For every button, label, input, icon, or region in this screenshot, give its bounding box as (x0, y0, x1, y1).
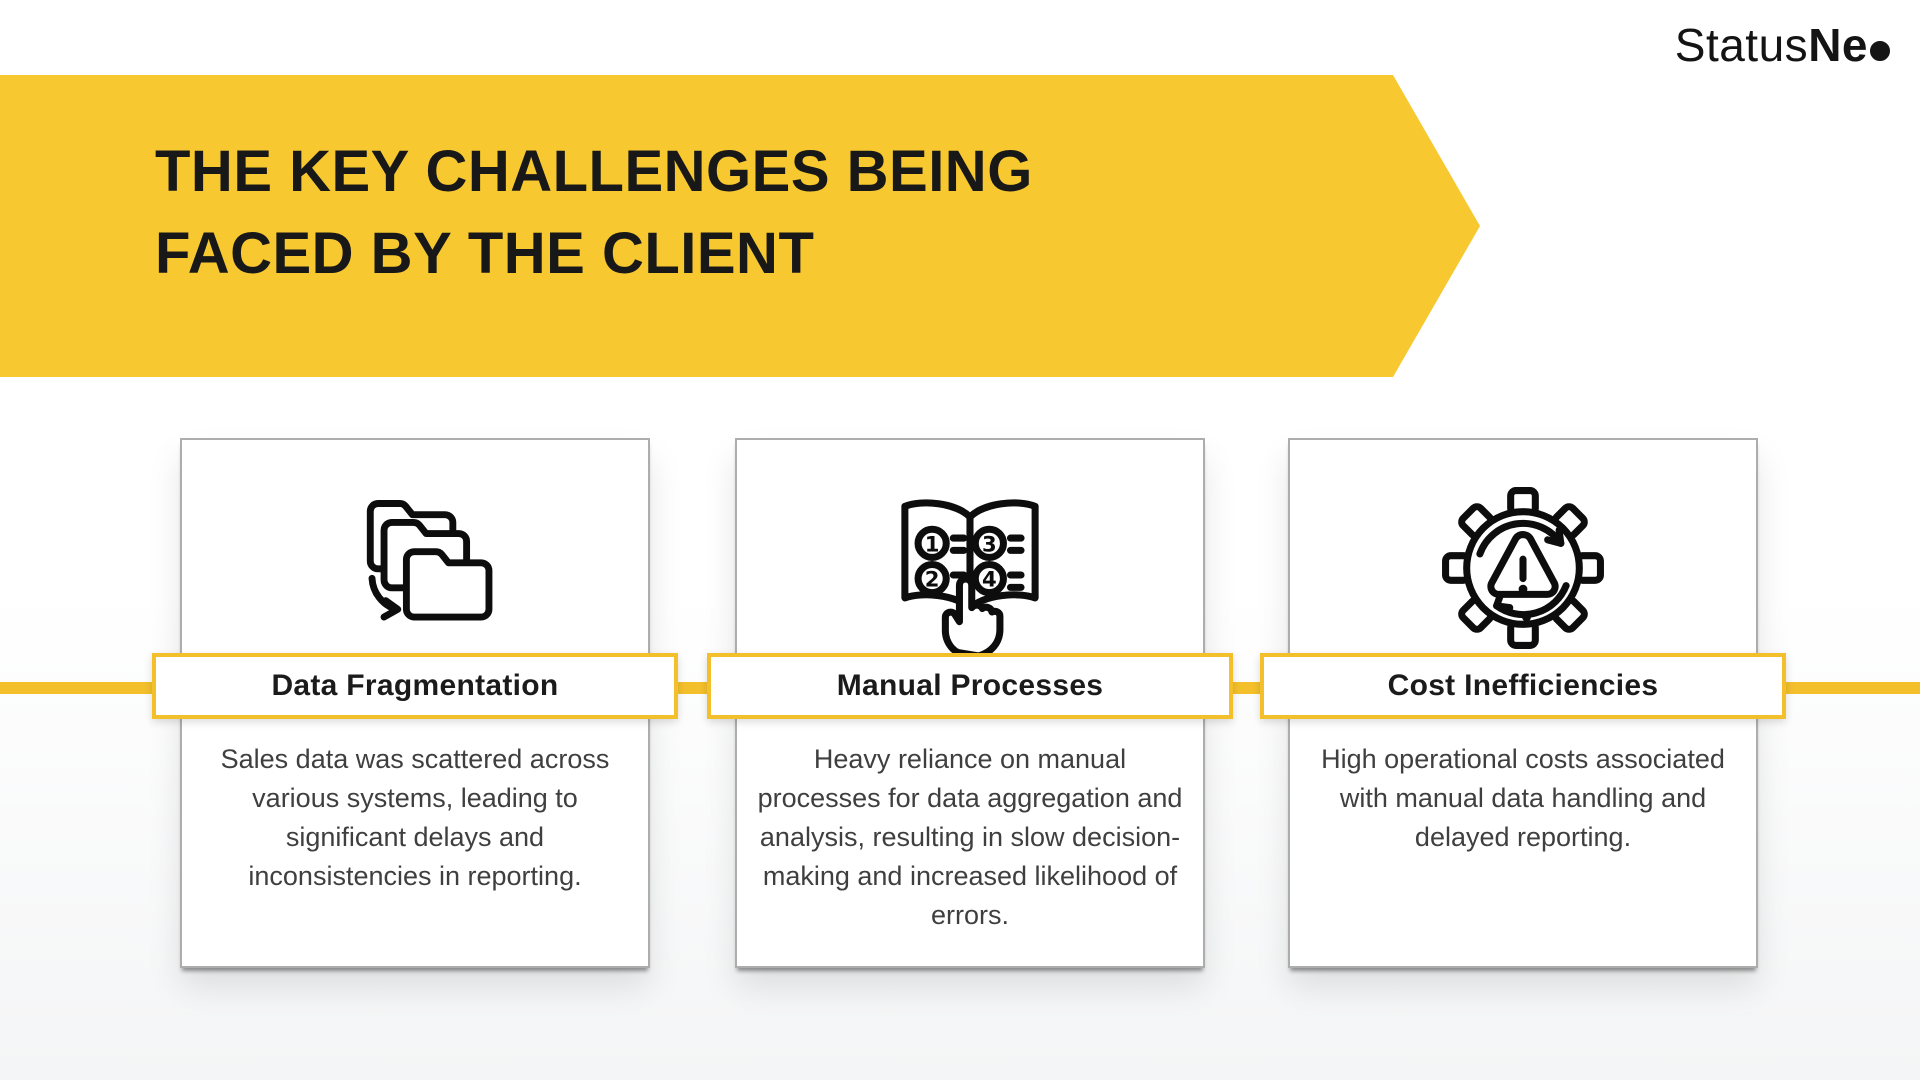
gear-warning-cycle-icon (1290, 478, 1756, 658)
folders-transfer-icon (182, 478, 648, 658)
card-title-cost-inefficiencies: Cost Inefficiencies (1260, 653, 1786, 719)
page-title-line2: FACED BY THE CLIENT (155, 221, 815, 286)
svg-text:3: 3 (982, 531, 997, 556)
page-title: THE KEY CHALLENGES BEING FACED BY THE CL… (155, 131, 1033, 295)
title-banner: THE KEY CHALLENGES BEING FACED BY THE CL… (0, 75, 1480, 377)
card-title-manual-processes: Manual Processes (707, 653, 1233, 719)
logo-text-regular: Status (1674, 19, 1809, 71)
svg-text:4: 4 (982, 566, 997, 591)
logo-o-dot-icon (1870, 41, 1890, 61)
card-title-data-fragmentation: Data Fragmentation (152, 653, 678, 719)
manual-processes-book-icon: 1 2 3 4 (737, 478, 1203, 658)
svg-text:1: 1 (925, 531, 940, 556)
svg-text:2: 2 (925, 566, 940, 591)
page-title-line1: THE KEY CHALLENGES BEING (155, 139, 1033, 204)
logo-text-bold: Ne (1808, 19, 1868, 71)
